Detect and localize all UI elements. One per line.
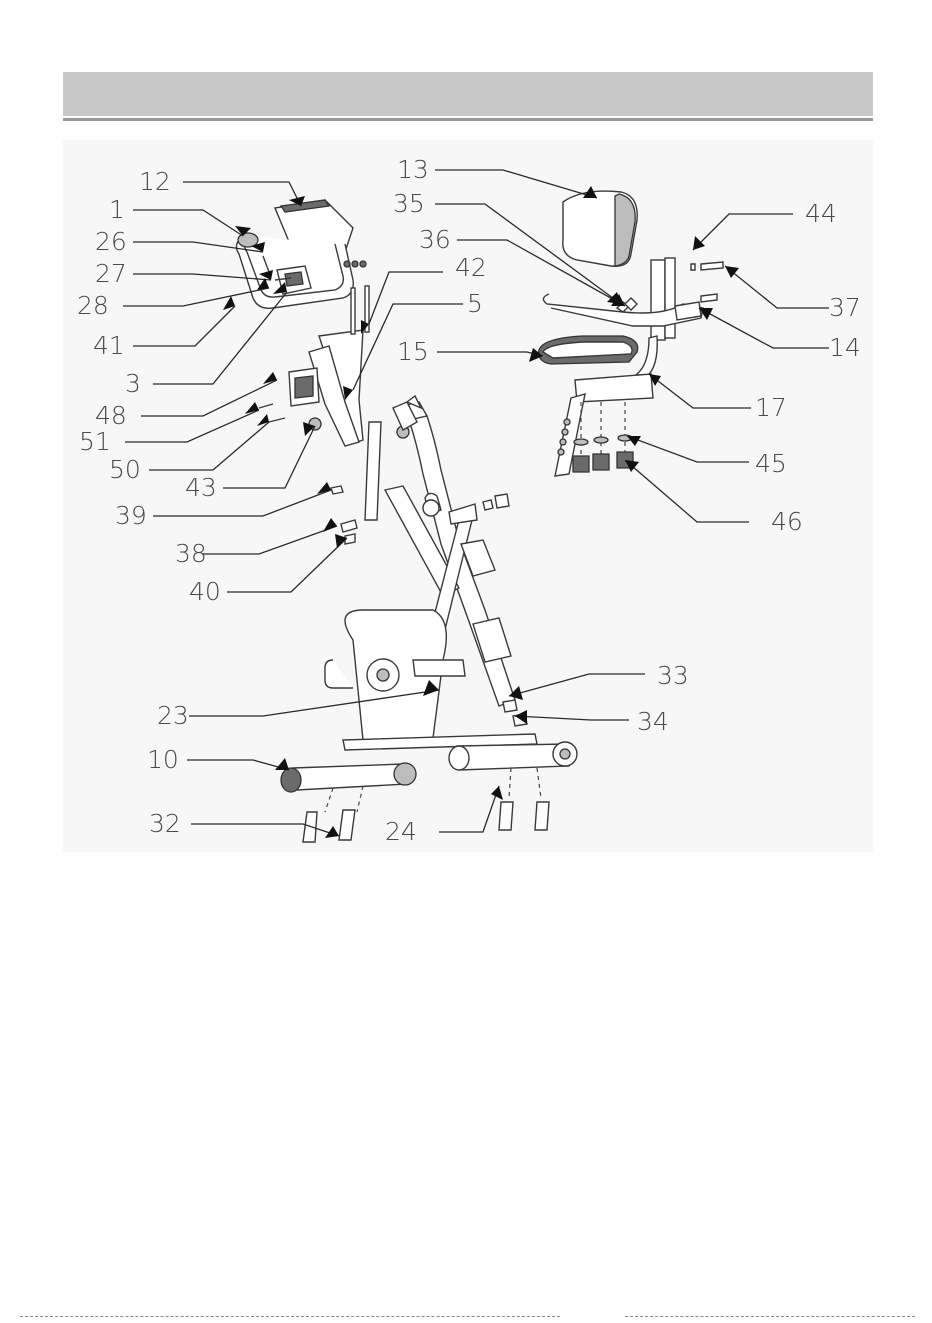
callout-33: 33 — [657, 661, 689, 690]
callout-51: 51 — [79, 427, 111, 456]
callout-14: 14 — [829, 333, 861, 362]
callout-44: 44 — [805, 199, 837, 228]
footer-dashed-line-right — [625, 1316, 915, 1319]
callout-12: 12 — [139, 167, 171, 196]
callout-28: 28 — [77, 291, 109, 320]
handle-pulse-part — [289, 368, 321, 430]
callout-40: 40 — [189, 577, 221, 606]
seat-part — [539, 336, 638, 364]
main-frame-part — [325, 402, 537, 750]
callout-13: 13 — [397, 155, 429, 184]
knob-part — [423, 500, 439, 516]
seat-slider-part — [555, 374, 653, 476]
callout-34: 34 — [637, 707, 669, 736]
callout-38: 38 — [175, 539, 207, 568]
callout-23: 23 — [157, 701, 189, 730]
callout-37: 37 — [829, 293, 861, 322]
callout-46: 46 — [771, 507, 803, 536]
diagram-canvas: 12 1 26 27 28 41 3 48 51 50 43 39 38 40 … — [63, 140, 873, 852]
footer-dashed-line-left — [20, 1316, 560, 1319]
exploded-parts-diagram: 12 1 26 27 28 41 3 48 51 50 43 39 38 40 … — [63, 140, 873, 852]
callout-27: 27 — [95, 259, 127, 288]
callout-1: 1 — [109, 195, 125, 224]
callout-41: 41 — [93, 331, 125, 360]
callout-35: 35 — [393, 189, 425, 218]
callout-45: 45 — [755, 449, 787, 478]
callout-26: 26 — [95, 227, 127, 256]
callout-39: 39 — [115, 501, 147, 530]
callout-15: 15 — [397, 337, 429, 366]
backrest-part — [563, 191, 637, 266]
callout-5: 5 — [467, 289, 483, 318]
callout-10: 10 — [147, 745, 179, 774]
callout-24: 24 — [385, 817, 417, 846]
callout-48: 48 — [95, 401, 127, 430]
callout-17: 17 — [755, 393, 787, 422]
callout-42: 42 — [455, 253, 487, 282]
header-rule — [63, 118, 873, 121]
callout-36: 36 — [419, 225, 451, 254]
callout-43: 43 — [185, 473, 217, 502]
callout-3: 3 — [125, 369, 141, 398]
callout-50: 50 — [109, 455, 141, 484]
header-bar — [63, 72, 873, 116]
callout-32: 32 — [149, 809, 181, 838]
rear-stabilizer-part — [449, 742, 577, 830]
